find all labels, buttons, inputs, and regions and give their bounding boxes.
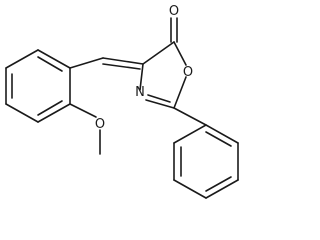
chemical-structure: O O N O: [5, 4, 239, 199]
bond: [69, 103, 97, 118]
benzylidene-bond: [69, 57, 144, 70]
atom-labels: O O N O: [95, 4, 193, 132]
bond: [173, 124, 207, 144]
oxazolone-ring: [139, 17, 187, 109]
inner-double-bond: [37, 100, 63, 116]
double-bond-lower: [102, 63, 141, 70]
bond: [173, 76, 187, 109]
bond: [139, 63, 144, 91]
bond: [37, 103, 71, 123]
bond: [37, 49, 71, 69]
methoxy-group: [69, 103, 101, 155]
ring-nitrogen-label: N: [135, 85, 145, 100]
inner-double-bond: [205, 176, 232, 192]
bond: [5, 49, 39, 69]
bond: [69, 57, 104, 69]
bond: [142, 41, 175, 65]
bond: [173, 179, 207, 199]
ring-oxygen-label: O: [183, 65, 193, 80]
double-bond-outer: [145, 99, 175, 109]
bond: [205, 124, 239, 144]
methoxyphenyl-ring: [5, 49, 71, 123]
phenyl-ring: [173, 107, 239, 199]
methoxy-oxygen-label: O: [95, 117, 105, 132]
inner-double-bond: [37, 56, 63, 72]
bond: [5, 103, 39, 123]
bond: [173, 41, 187, 66]
double-bond-inner: [147, 94, 171, 103]
bond: [173, 107, 207, 126]
carbonyl-oxygen-label: O: [169, 4, 179, 19]
bond: [205, 179, 239, 199]
double-bond-upper: [102, 57, 144, 65]
inner-double-bond: [205, 131, 232, 147]
